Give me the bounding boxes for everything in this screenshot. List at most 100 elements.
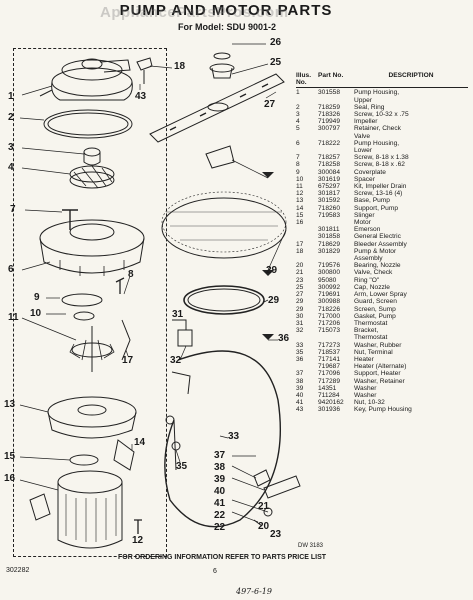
description-cell: Screw, 8-18 x .62 (354, 161, 405, 169)
callout-17: 17 (122, 355, 134, 366)
callout-8: 8 (128, 269, 134, 280)
description-cell: Support, Pump (354, 204, 398, 212)
illus-cell: 4 (296, 118, 300, 126)
callout-4: 4 (8, 162, 14, 173)
part-number-cell: 675297 (318, 183, 341, 191)
callout-16: 16 (4, 473, 16, 484)
table-row: Assembly (296, 255, 468, 262)
illus-cell (296, 255, 318, 262)
description-cell: Spacer (354, 175, 375, 183)
callout-21: 21 (258, 501, 270, 512)
callout-30-area: 29 (268, 295, 280, 306)
part-number-cell: 301829 (318, 247, 341, 255)
page-number: 6 (213, 568, 217, 575)
illus-cell (296, 133, 318, 140)
drain-impeller-drawing (69, 326, 115, 372)
part-number-cell: 718326 (318, 111, 341, 119)
table-row: Lower (296, 147, 468, 154)
callout-2: 2 (8, 112, 14, 123)
part-number-cell: 9420162 (318, 399, 344, 407)
part-number-cell: 718257 (318, 154, 341, 162)
part-number-cell: 301817 (318, 190, 341, 198)
description-cell: Support, Heater (354, 370, 401, 378)
part-number-cell: 719687 (318, 363, 341, 371)
description-cell: Heater (354, 355, 374, 363)
col-illus-header: Illus. No. (296, 72, 312, 87)
part-number-cell: 719949 (318, 118, 341, 126)
lower-pump-housing-drawing (39, 219, 145, 276)
sump-screen-drawing (161, 197, 287, 259)
table-row: 21 300800 Valve, Check (296, 269, 468, 276)
illus-cell: 40 (296, 391, 304, 399)
page-title: PUMP AND MOTOR PARTS (119, 2, 333, 19)
illus-cell: 30 (296, 312, 304, 320)
callout-22-a: 22 (214, 510, 226, 521)
parts-table-header: Illus. No. Part No. DESCRIPTION (296, 72, 468, 89)
part-number-cell: 301858 (318, 233, 341, 241)
description-cell: Ring "O" (354, 276, 380, 284)
callout-14: 14 (134, 437, 146, 448)
description-cell: Pump Housing, (354, 139, 400, 147)
illus-cell: 17 (296, 240, 304, 248)
part-number-cell: 718259 (318, 103, 341, 111)
callout-38: 38 (214, 462, 226, 473)
description-cell: Coverplate (354, 168, 386, 176)
illus-cell: 12 (296, 190, 304, 198)
callout-35: 35 (176, 461, 188, 472)
description-cell: Valve (354, 132, 371, 140)
illus-cell: 15 (296, 211, 304, 219)
part-number-cell: 300988 (318, 298, 341, 306)
part-number-cell (318, 219, 354, 226)
illus-cell (296, 226, 318, 233)
description-cell: Washer (354, 384, 377, 392)
description-cell: Bearing, Nozzle (354, 262, 401, 270)
illus-cell: 27 (296, 291, 304, 299)
illus-cell: 43 (296, 406, 304, 414)
illus-cell: 41 (296, 399, 304, 407)
illus-cell: 32 (296, 327, 304, 335)
part-number-cell: 711284 (318, 391, 340, 399)
part-number-cell: 717289 (318, 377, 341, 385)
description-cell: Emerson (354, 226, 381, 234)
callout-25: 25 (270, 57, 282, 68)
seal-ring-drawing (43, 109, 133, 139)
description-cell: Pump & Motor (354, 247, 397, 255)
part-number-cell (318, 97, 354, 104)
part-number-cell: 300800 (318, 269, 341, 277)
illus-cell: 16 (296, 219, 304, 227)
illus-cell: 18 (296, 247, 304, 255)
description-cell: Valve, Check (354, 269, 393, 277)
part-number-cell: 301558 (318, 89, 341, 97)
part-number-cell: 718629 (318, 240, 341, 248)
callout-22-b: 22 (214, 522, 226, 533)
description-cell: Bleeder Assembly (354, 240, 407, 248)
callout-1: 1 (8, 91, 14, 102)
description-cell: Screen, Sump (354, 305, 396, 313)
part-number-cell: 717141 (318, 355, 341, 363)
illus-cell: 6 (296, 139, 300, 147)
pump-gasket-drawing (183, 285, 265, 315)
description-cell: Screw, 8-18 x 1.38 (354, 154, 409, 162)
part-number-cell: 718537 (318, 348, 341, 356)
callout-9: 9 (34, 292, 40, 303)
illus-cell (296, 147, 318, 154)
description-cell: Slinger (354, 211, 375, 219)
part-number-cell (318, 147, 354, 154)
illus-cell: 21 (296, 269, 304, 277)
document-number: 302282 (6, 567, 30, 574)
callout-6: 6 (8, 264, 14, 275)
